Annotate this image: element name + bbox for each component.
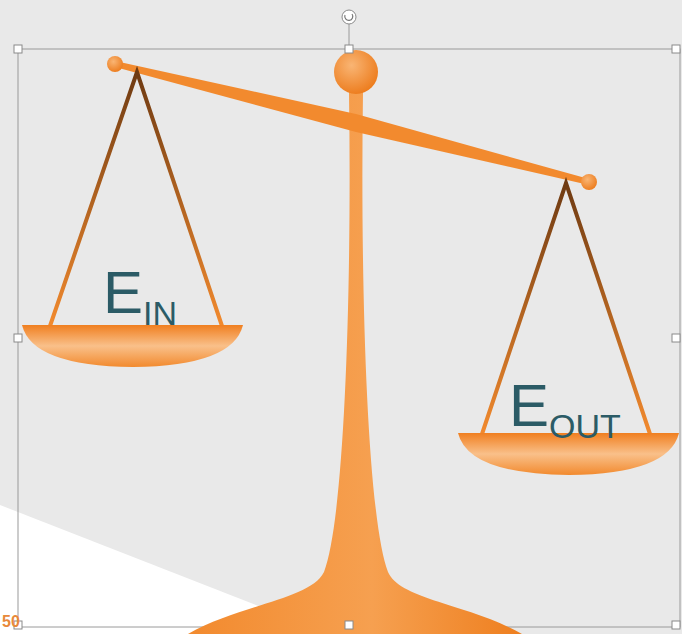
- rotate-icon: [345, 14, 353, 20]
- scale-pan: EOUT: [509, 376, 621, 443]
- energy-symbol: E: [103, 263, 143, 323]
- pan-strings: [50, 72, 222, 326]
- page-number: 50: [2, 614, 20, 630]
- energy-subscript: OUT: [549, 409, 621, 443]
- scale-pan: EIN: [103, 263, 177, 330]
- pan-strings: [482, 183, 650, 434]
- scale-post: [188, 92, 522, 634]
- pan-bowl: [22, 325, 243, 367]
- rotate-handle: [342, 10, 356, 24]
- selection-handles: [14, 45, 680, 629]
- beam-end: [107, 56, 123, 72]
- beam-end: [581, 174, 597, 190]
- energy-subscript: IN: [143, 296, 177, 330]
- pivot-ball: [334, 50, 378, 94]
- energy-symbol: E: [509, 376, 549, 436]
